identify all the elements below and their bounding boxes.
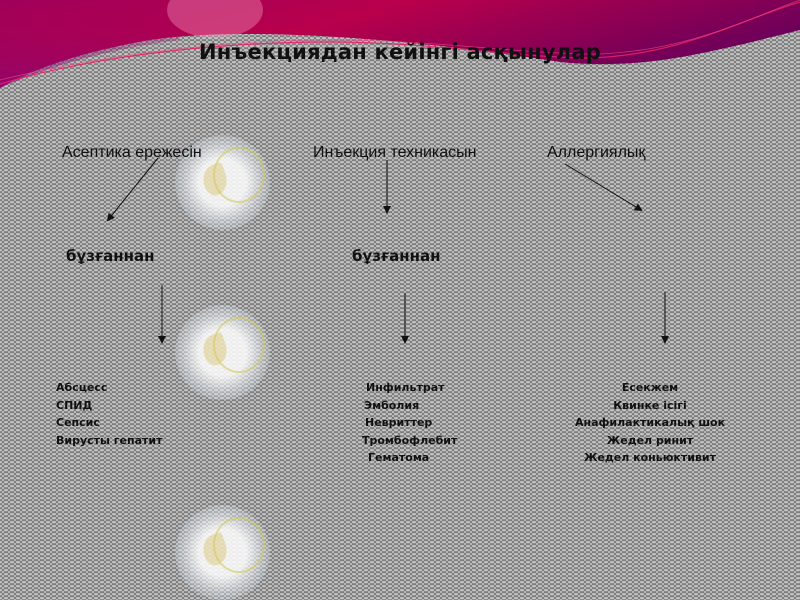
list-item: СПИД: [56, 398, 93, 412]
list-item: Жедел ринит: [606, 433, 694, 447]
category-technique-label: Инъекция техникасын: [313, 144, 477, 161]
category-allergic-label: Аллергиялық: [547, 144, 646, 161]
list-item: Квинке ісігі: [613, 398, 687, 412]
list-item: Тромбофлебит: [362, 433, 458, 447]
aseptic-complications-list: Абсцесс СПИД Сепсис Вирусты гепатит: [56, 379, 163, 449]
arrow-icon: [564, 163, 643, 212]
list-item: Есекжем: [621, 381, 679, 394]
slide-title: Инъекциядан кейінгі асқынулар: [199, 40, 601, 64]
arrow-icon: [106, 157, 159, 222]
list-item: Вирусты гепатит: [56, 433, 163, 447]
technique-complications-list: Инфильтрат Эмболия Невриттер Тромбофлеби…: [362, 379, 457, 467]
list-item: Гематома: [368, 451, 430, 464]
list-item: Абсцесс: [56, 381, 108, 394]
list-item: Невриттер: [365, 416, 433, 429]
list-item: Инфильтрат: [366, 381, 445, 394]
watermark-logo-icon: [175, 135, 270, 230]
watermark-logo-icon: [175, 305, 270, 400]
header-band: [0, 0, 800, 88]
violation-label: бұзғаннан: [352, 247, 441, 265]
list-item: Эмболия: [364, 398, 420, 412]
category-aseptic-label: Асептика ережесін: [62, 144, 202, 161]
allergic-complications-list: Есекжем Квинке ісігі Анафилактикалық шок…: [560, 379, 740, 467]
list-item: Сепсис: [56, 416, 100, 429]
watermark-logo-icon: [175, 505, 270, 600]
list-item: Жедел коньюктивит: [583, 451, 717, 464]
list-item: Анафилактикалық шок: [574, 416, 726, 429]
violation-label: бұзғаннан: [66, 247, 155, 265]
